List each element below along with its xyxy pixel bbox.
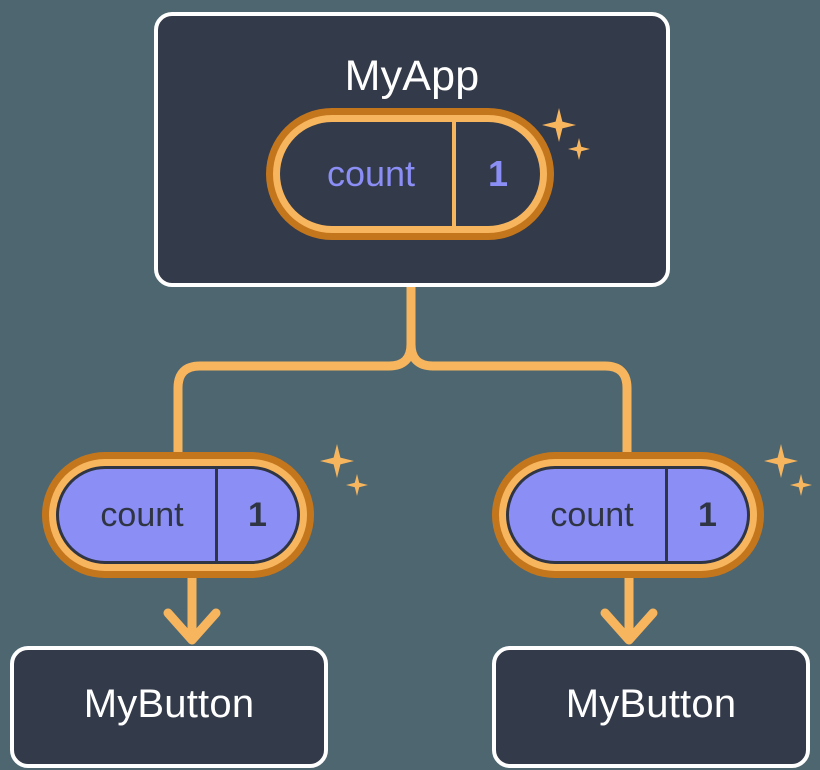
state-key-label: count bbox=[100, 495, 184, 534]
state-pill-ring: count 1 bbox=[273, 115, 547, 233]
state-pill-ring: count 1 bbox=[499, 459, 757, 571]
component-label-mybutton-left: MyButton bbox=[83, 682, 255, 726]
state-pill-left[interactable]: count 1 bbox=[42, 452, 314, 578]
state-value-label: 1 bbox=[452, 122, 540, 226]
state-pill-body: count 1 bbox=[56, 466, 300, 564]
state-pill-body: count 1 bbox=[280, 122, 540, 226]
connector-trunk-split bbox=[173, 282, 416, 457]
component-card-mybutton-right[interactable]: MyButton bbox=[492, 646, 810, 768]
state-value-label: 1 bbox=[215, 469, 297, 561]
state-pill-right[interactable]: count 1 bbox=[492, 452, 764, 578]
state-value-label: 1 bbox=[665, 469, 747, 561]
connector-right-arrow-head bbox=[600, 608, 658, 645]
state-pill-ring: count 1 bbox=[49, 459, 307, 571]
component-card-mybutton-left[interactable]: MyButton bbox=[10, 646, 328, 768]
component-label-myapp: MyApp bbox=[344, 52, 480, 100]
state-key-label: count bbox=[550, 495, 634, 534]
state-key-label: count bbox=[326, 153, 416, 194]
state-pill-body: count 1 bbox=[506, 466, 750, 564]
component-label-mybutton-right: MyButton bbox=[565, 682, 737, 726]
connector-trunk-split-right bbox=[406, 339, 632, 457]
state-pill-myapp[interactable]: count 1 bbox=[266, 108, 554, 240]
connector-left-arrow-head bbox=[163, 608, 221, 645]
